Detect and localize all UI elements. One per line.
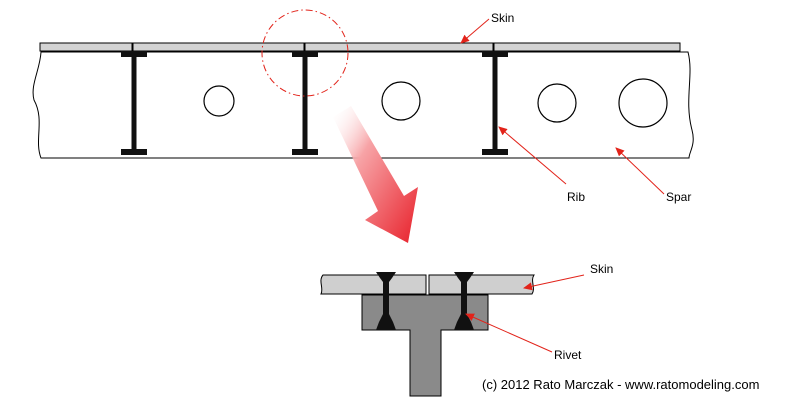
leader-rivet (465, 313, 553, 353)
leader-rib (498, 126, 567, 185)
rib-profile (121, 51, 147, 155)
label-rib: Rib (567, 190, 585, 204)
detail-skin-right (428, 274, 535, 295)
rivet-right (454, 272, 474, 330)
label-skin-detail: Skin (590, 262, 613, 276)
hole (618, 78, 668, 128)
label-rivet: Rivet (554, 348, 582, 362)
hole (537, 83, 577, 123)
label-skin-top: Skin (491, 11, 514, 25)
rivet-left (376, 272, 396, 330)
lightening-holes (203, 78, 668, 128)
zoom-arrow (333, 106, 418, 243)
wing-section (32, 9, 694, 159)
rib-profile (482, 51, 508, 155)
detail-focus-circle (261, 9, 349, 97)
rib-profile (292, 51, 318, 155)
hole (203, 85, 235, 117)
label-spar: Spar (666, 190, 691, 204)
joint-detail (320, 272, 535, 397)
spar-outline (32, 51, 694, 159)
leader-skin-top (460, 18, 490, 44)
leader-skin-detail (523, 274, 585, 291)
skin-panel (304, 42, 494, 52)
skin-panels (39, 42, 681, 52)
copyright-credit: (c) 2012 Rato Marczak - www.ratomodeling… (482, 377, 759, 392)
skin-panel (132, 42, 305, 52)
leader-lines (460, 18, 665, 353)
skin-panel (39, 42, 133, 52)
detail-skin-left (320, 274, 427, 295)
detail-rib-profile (361, 294, 489, 397)
skin-panel (493, 42, 681, 52)
hole (381, 81, 421, 121)
leader-spar (615, 147, 665, 195)
